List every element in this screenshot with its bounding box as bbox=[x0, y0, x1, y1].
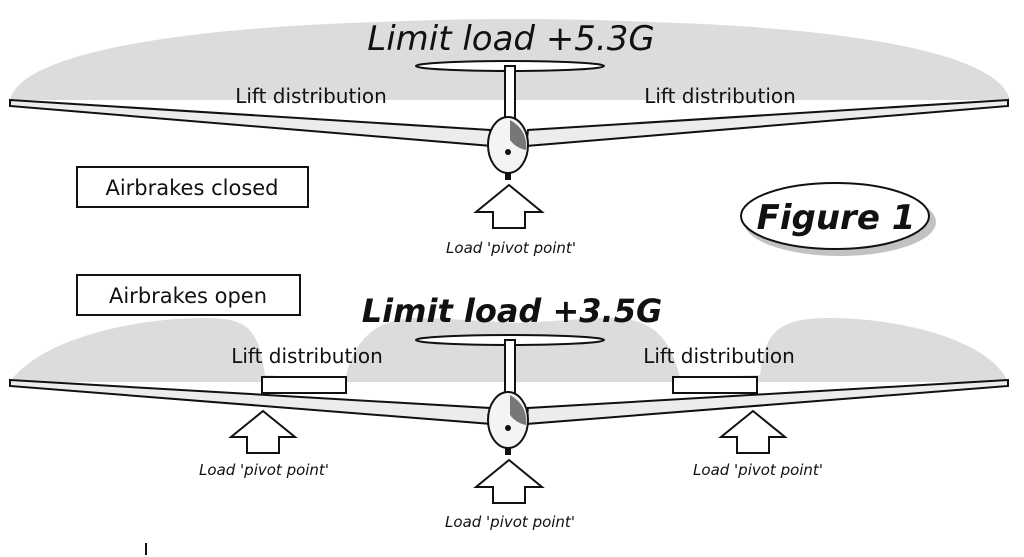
top-wheel bbox=[505, 172, 511, 180]
bottom-canopy-shade bbox=[510, 395, 527, 425]
top-pivot-dot bbox=[505, 149, 511, 155]
top-diagram: Limit load +5.3G Lift distribution Lift … bbox=[9, 19, 1010, 257]
stray-mark bbox=[145, 543, 147, 555]
bottom-center-pivot-arrow bbox=[473, 458, 545, 504]
top-tail-boom bbox=[504, 65, 516, 119]
right-airbrake-panel bbox=[672, 376, 758, 394]
figure-label: Figure 1 bbox=[757, 198, 916, 238]
bottom-pivot-dot bbox=[505, 425, 511, 431]
top-title: Limit load +5.3G bbox=[367, 19, 654, 59]
left-airbrake-panel bbox=[261, 376, 347, 394]
bottom-title: Limit load +3.5G bbox=[362, 292, 662, 330]
top-pivot-label: Load 'pivot point' bbox=[446, 239, 576, 257]
airbrakes-closed-box bbox=[76, 166, 309, 208]
bottom-diagram: Airbrakes open Limit load +3.5G Lift dis… bbox=[9, 274, 1009, 531]
bottom-left-pivot-arrow bbox=[228, 409, 298, 454]
bottom-right-pivot-label: Load 'pivot point' bbox=[693, 461, 823, 479]
figure-badge-ellipse bbox=[740, 182, 930, 250]
airbrakes-open-label: Airbrakes open bbox=[109, 284, 267, 308]
bottom-lift-label-left: Lift distribution bbox=[231, 344, 383, 368]
top-lift-label-right: Lift distribution bbox=[644, 84, 796, 108]
bottom-right-wing bbox=[524, 378, 1009, 426]
top-canopy-shade bbox=[510, 120, 527, 150]
bottom-lift-label-right: Lift distribution bbox=[643, 344, 795, 368]
top-lift-label-left: Lift distribution bbox=[235, 84, 387, 108]
bottom-left-wing bbox=[9, 378, 494, 426]
figure-badge: Figure 1 bbox=[740, 182, 936, 256]
bottom-wheel bbox=[505, 447, 511, 455]
bottom-right-pivot-arrow bbox=[718, 409, 788, 454]
top-pivot-arrow bbox=[473, 183, 545, 229]
bottom-tail-boom bbox=[504, 339, 516, 396]
top-lift-distribution-area bbox=[10, 19, 1010, 100]
airbrakes-open-box bbox=[76, 274, 301, 316]
airbrakes-closed-label: Airbrakes closed bbox=[105, 176, 278, 200]
bottom-left-pivot-label: Load 'pivot point' bbox=[199, 461, 329, 479]
bottom-center-pivot-label: Load 'pivot point' bbox=[445, 513, 575, 531]
